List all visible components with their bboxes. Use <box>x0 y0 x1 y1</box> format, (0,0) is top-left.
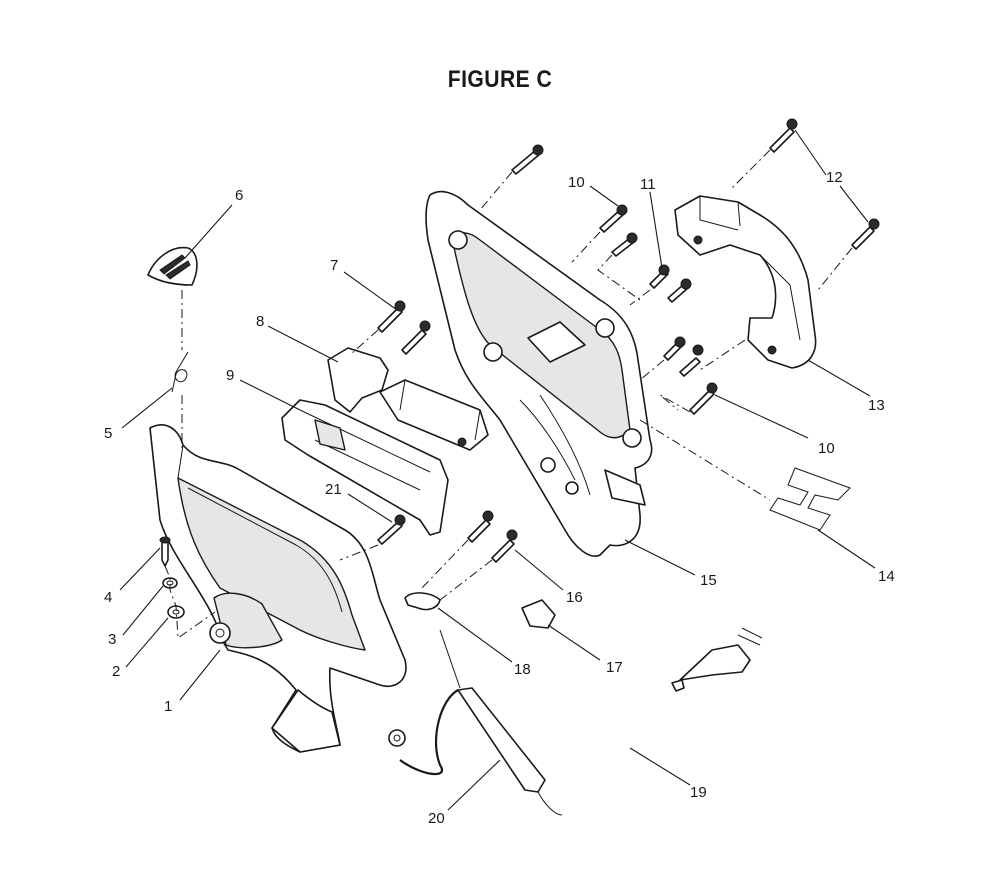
switch-carrier-part <box>281 399 449 536</box>
screw-11-a <box>649 264 670 289</box>
screw-7-b <box>401 320 431 355</box>
callout-10-b: 10 <box>818 440 835 457</box>
callout-3: 3 <box>108 631 116 648</box>
label-part <box>769 467 851 531</box>
callout-2: 2 <box>112 663 120 680</box>
wire-nut-part <box>521 599 556 629</box>
callout-18: 18 <box>514 661 531 678</box>
callout-16: 16 <box>566 589 583 606</box>
callout-labels: 6 5 4 3 2 1 7 8 9 21 10 11 12 13 10 14 1… <box>104 169 895 827</box>
callout-7: 7 <box>330 257 338 274</box>
screw-10-b <box>599 204 628 233</box>
callout-5: 5 <box>104 425 112 442</box>
left-housing-part <box>149 424 407 753</box>
screw-21 <box>377 514 406 545</box>
callout-8: 8 <box>256 313 264 330</box>
figure-title: FIGURE C <box>447 66 553 93</box>
screw-16-a <box>467 510 494 543</box>
power-cord-part <box>559 627 763 817</box>
callout-13: 13 <box>868 397 885 414</box>
callout-17: 17 <box>606 659 623 676</box>
assembly-lines <box>164 149 853 639</box>
right-housing-part <box>425 190 653 557</box>
screw-7-a <box>377 300 406 333</box>
handle-part <box>674 195 817 369</box>
callout-11: 11 <box>640 176 656 193</box>
callout-12: 12 <box>826 169 843 186</box>
screw-11-c <box>663 336 686 361</box>
callout-20: 20 <box>428 810 445 827</box>
callout-1: 1 <box>164 698 172 715</box>
leader-lines <box>119 129 876 811</box>
screw-12-b <box>851 218 880 250</box>
callout-19: 19 <box>690 784 707 801</box>
callout-6: 6 <box>235 187 243 204</box>
screw-12-a <box>769 118 798 153</box>
callout-14: 14 <box>878 568 895 585</box>
callout-15: 15 <box>700 572 717 589</box>
callout-10-a: 10 <box>568 174 585 191</box>
screw-10-d <box>689 382 718 415</box>
lead-wire-part <box>388 629 563 816</box>
callout-9: 9 <box>226 367 234 384</box>
screw-11-d <box>679 344 704 377</box>
screw-10-a <box>511 144 544 175</box>
screw-11-b <box>667 278 692 303</box>
screw-10-c <box>611 232 638 257</box>
cord-clamp-part <box>404 592 441 611</box>
switch-part <box>327 347 489 451</box>
screw-16-b <box>491 529 518 563</box>
spring-part <box>171 351 189 393</box>
callout-4: 4 <box>104 589 112 606</box>
callout-21: 21 <box>325 481 342 498</box>
